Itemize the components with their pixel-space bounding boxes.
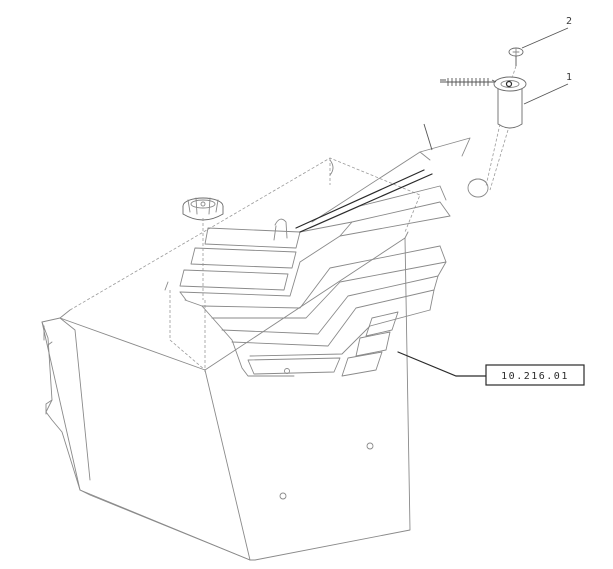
callout-leader-2 (521, 27, 569, 49)
filler-neck-assembly (440, 76, 527, 198)
decal-set (179, 123, 471, 377)
fuel-tank-hidden-outline (69, 157, 421, 372)
reference-box: 10.216.01 (485, 364, 585, 386)
callout-leader-1 (523, 83, 569, 105)
fuel-cap (182, 197, 224, 300)
callout-number-1: 1 (566, 72, 572, 83)
reference-label: 10.216.01 (501, 371, 569, 382)
callout-number-2: 2 (566, 16, 572, 27)
screw (508, 47, 524, 79)
fuel-tank-body (41, 159, 411, 561)
reference-leader (397, 351, 487, 377)
